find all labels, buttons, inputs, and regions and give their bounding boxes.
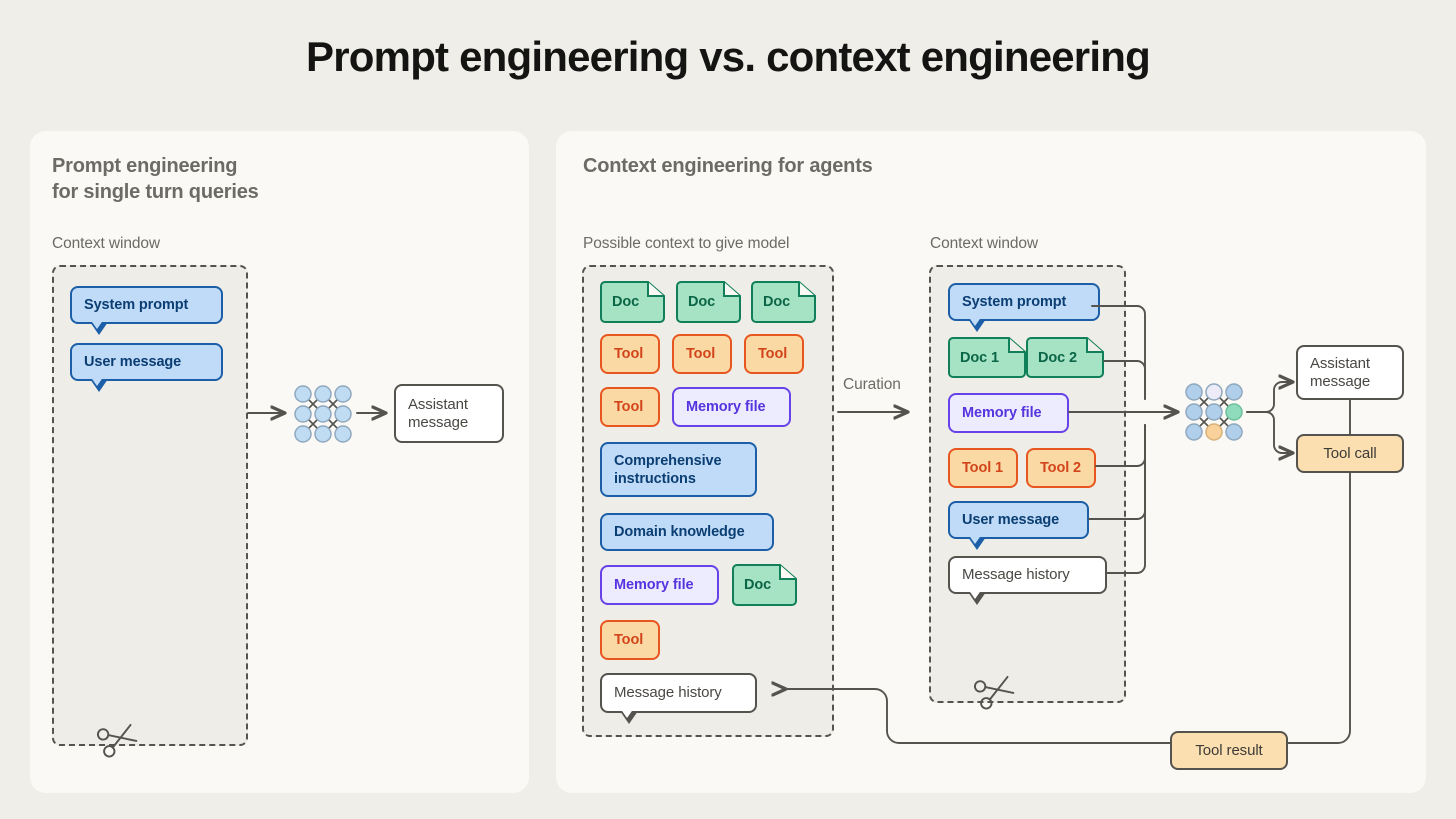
memory-file-chip-2[interactable]: Memory file	[600, 565, 719, 605]
feedback-tool-result[interactable]: Tool result	[1170, 731, 1288, 770]
chip-label: Doc	[688, 294, 716, 310]
right-panel-heading: Context engineering for agents	[583, 155, 873, 177]
chip-label: Memory file	[962, 405, 1042, 421]
domain-knowledge-chip[interactable]: Domain knowledge	[600, 513, 774, 551]
message-history-chip-left[interactable]: Message history	[600, 673, 757, 724]
chip-label: Tool	[758, 346, 788, 362]
chip-label: Doc 2	[1038, 349, 1077, 366]
doc-chip-4[interactable]: Doc	[732, 564, 797, 606]
chip-label: System prompt	[962, 294, 1067, 310]
neural-network-icon-right	[1185, 383, 1243, 441]
tool-chip-3[interactable]: Tool	[744, 334, 804, 374]
chip-label: Memory file	[614, 577, 694, 593]
ctx-doc-2[interactable]: Doc 2	[1026, 337, 1104, 378]
chip-label: Tool	[614, 399, 644, 415]
chip-label: Tool 1	[962, 460, 1004, 476]
chip-label: Doc	[612, 294, 640, 310]
tool-chip-4[interactable]: Tool	[600, 387, 660, 427]
doc-chip-1[interactable]: Doc	[600, 281, 665, 323]
chip-label: Domain knowledge	[614, 524, 745, 540]
right-context-window-label: Context window	[930, 235, 1039, 252]
chip-label: System prompt	[84, 297, 189, 313]
ctx-user-message[interactable]: User message	[948, 501, 1089, 550]
chip-label: Comprehensive instructions	[614, 452, 722, 487]
ctx-doc-1[interactable]: Doc 1	[948, 337, 1026, 378]
chip-label: Tool result	[1195, 741, 1263, 759]
chip-label: Message history	[962, 566, 1070, 583]
chip-label: Tool	[614, 632, 644, 648]
left-output-assistant-message[interactable]: Assistant message	[394, 384, 504, 443]
chip-label: Message history	[614, 684, 722, 701]
chip-label: User message	[962, 512, 1060, 528]
curation-label: Curation	[843, 376, 901, 393]
comprehensive-instructions-chip[interactable]: Comprehensive instructions	[600, 442, 757, 497]
memory-file-chip-1[interactable]: Memory file	[672, 387, 791, 427]
tool-chip-1[interactable]: Tool	[600, 334, 660, 374]
ctx-message-history[interactable]: Message history	[948, 556, 1107, 605]
chip-label: Doc	[744, 577, 772, 593]
left-context-window-label: Context window	[52, 235, 161, 252]
chip-user-message[interactable]: User message	[70, 343, 223, 392]
chip-label: Assistant message	[408, 395, 469, 431]
output-assistant-message[interactable]: Assistant message	[1296, 345, 1404, 400]
left-panel-heading: Prompt engineering for single turn queri…	[52, 155, 259, 203]
context-engineering-card: Context engineering for agents Possible …	[556, 131, 1426, 793]
chip-label: Tool 2	[1040, 460, 1082, 476]
chip-label: Tool call	[1323, 444, 1377, 462]
tool-chip-5[interactable]: Tool	[600, 620, 660, 660]
chip-label: Memory file	[686, 399, 766, 415]
chip-label: Assistant message	[1310, 354, 1371, 390]
possible-context-label: Possible context to give model	[583, 235, 790, 252]
doc-chip-3[interactable]: Doc	[751, 281, 816, 323]
prompt-engineering-card: Prompt engineering for single turn queri…	[30, 131, 529, 793]
tool-chip-2[interactable]: Tool	[672, 334, 732, 374]
doc-chip-2[interactable]: Doc	[676, 281, 741, 323]
chip-system-prompt[interactable]: System prompt	[70, 286, 223, 335]
ctx-tool-1[interactable]: Tool 1	[948, 448, 1018, 488]
ctx-tool-2[interactable]: Tool 2	[1026, 448, 1096, 488]
chip-label: Tool	[614, 346, 644, 362]
neural-network-icon-left	[294, 385, 352, 443]
ctx-system-prompt[interactable]: System prompt	[948, 283, 1100, 332]
left-context-window	[52, 265, 248, 746]
chip-label: Doc	[763, 294, 791, 310]
chip-label: Doc 1	[960, 349, 999, 366]
ctx-memory-file[interactable]: Memory file	[948, 393, 1069, 433]
page-title: Prompt engineering vs. context engineeri…	[306, 33, 1151, 80]
chip-label: User message	[84, 354, 182, 370]
output-tool-call[interactable]: Tool call	[1296, 434, 1404, 473]
chip-label: Tool	[686, 346, 716, 362]
